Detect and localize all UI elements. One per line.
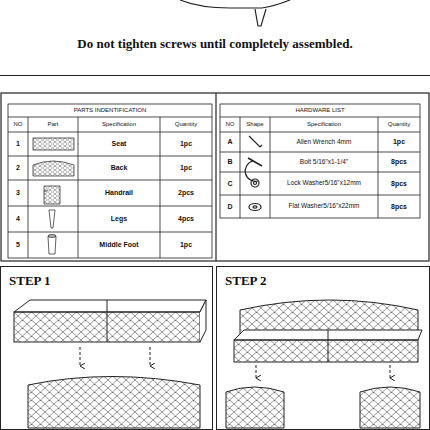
- hardware-spec: Flat Washer5/16"x22mm: [270, 195, 378, 218]
- quantity: 4pcs: [160, 206, 212, 232]
- table-header: Part: [28, 117, 78, 132]
- hardware-letter: D: [220, 195, 240, 218]
- hardware-spec: Bolt 5/16"x1-1/4": [270, 152, 378, 172]
- table-header: Quantity: [160, 117, 212, 132]
- hardware-spec: Allen Wrench 4mm: [270, 132, 378, 152]
- step-panel: STEP 1: [0, 266, 213, 430]
- row-number: 4: [8, 206, 28, 232]
- row-number: 3: [8, 180, 28, 206]
- note-box: Do not tighten screws until completely a…: [0, 0, 430, 76]
- part-name: Legs: [78, 206, 160, 232]
- quantity: 1pc: [378, 132, 420, 152]
- step-heading: STEP 2: [225, 273, 267, 289]
- part-name: Middle Foot: [78, 232, 160, 258]
- hardware-letter: A: [220, 132, 240, 152]
- warning-note: Do not tighten screws until completely a…: [0, 36, 430, 52]
- hardware-spec: Lock Washer5/16"x12mm: [270, 172, 378, 195]
- part-name: Seat: [78, 132, 160, 156]
- quantity: 2pcs: [160, 180, 212, 206]
- step-heading: STEP 1: [9, 273, 51, 289]
- table-header: Quantity: [378, 117, 420, 132]
- table-header: Specification: [270, 117, 378, 132]
- row-number: 2: [8, 156, 28, 180]
- table-title: HARDWARE LIST: [220, 104, 420, 117]
- part-name: Back: [78, 156, 160, 180]
- quantity: 1pc: [160, 232, 212, 258]
- table-header: NO: [8, 117, 28, 132]
- quantity: 8pcs: [378, 172, 420, 195]
- hardware-letter: B: [220, 152, 240, 172]
- quantity: 1pc: [160, 132, 212, 156]
- quantity: 8pcs: [378, 152, 420, 172]
- part-name: Handrail: [78, 180, 160, 206]
- table-title: PARTS INDENTIFICATION: [8, 104, 212, 117]
- quantity: 1pc: [160, 156, 212, 180]
- row-number: 1: [8, 132, 28, 156]
- row-number: 5: [8, 232, 28, 258]
- table-header: Shape: [240, 117, 270, 132]
- step-panel: STEP 2: [216, 266, 430, 430]
- table-header: NO: [220, 117, 240, 132]
- table-header: Specification: [78, 117, 160, 132]
- hardware-letter: C: [220, 172, 240, 195]
- quantity: 8pcs: [378, 195, 420, 218]
